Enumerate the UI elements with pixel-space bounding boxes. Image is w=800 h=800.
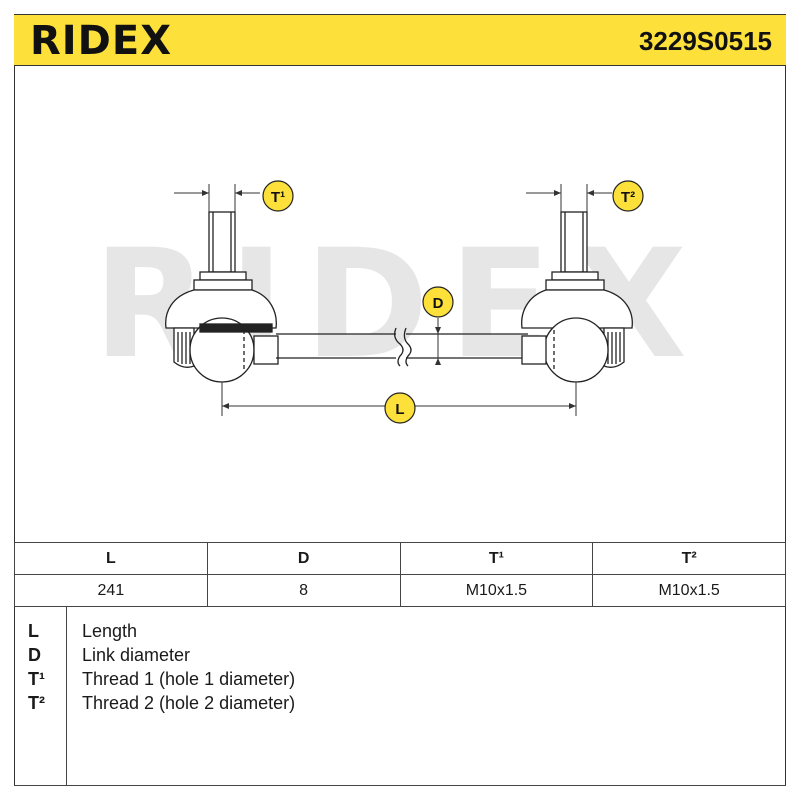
right-thread-stud: [545, 211, 605, 291]
callout-t1: T¹: [262, 180, 294, 212]
spec-header-d: D: [206, 542, 401, 575]
spec-header-t1: T¹: [399, 542, 594, 575]
callout-d: D: [422, 286, 454, 318]
spec-value-d: 8: [206, 574, 401, 607]
legend-text: Thread 1 (hole 1 diameter): [82, 669, 296, 689]
brand-logo: RIDEX: [30, 18, 173, 64]
left-ball-joint: [165, 289, 279, 383]
spec-table: L D T¹ T² 241 8 M10x1.5 M10x1.5: [14, 542, 786, 607]
legend-symbol: L: [28, 621, 39, 641]
legend-text: Length: [82, 621, 138, 641]
spec-value-l: 241: [14, 574, 208, 607]
callout-l: L: [384, 392, 416, 424]
right-ball-joint: [521, 289, 633, 383]
spec-header-l: L: [14, 542, 208, 575]
callout-l-label: L: [395, 401, 404, 418]
legend: L Length D Link diameter T¹ Thread 1 (ho…: [14, 606, 786, 786]
left-thread-stud: [193, 211, 253, 291]
spec-value-t1: M10x1.5: [399, 574, 594, 607]
spec-value-row: 241 8 M10x1.5 M10x1.5: [14, 574, 786, 607]
link-rod: [276, 327, 528, 367]
page-frame: [14, 14, 786, 786]
legend-symbol: D: [28, 645, 41, 665]
callout-d-label: D: [433, 295, 444, 312]
technical-drawing: RIDEX: [93, 180, 687, 424]
legend-text: Thread 2 (hole 2 diameter): [82, 693, 296, 713]
spec-header-t2: T²: [592, 542, 786, 575]
callout-t2: T²: [612, 180, 644, 212]
header-bar: RIDEX 3229S0515: [14, 14, 786, 66]
legend-text: Link diameter: [82, 645, 191, 665]
spec-header-row: L D T¹ T²: [14, 542, 786, 575]
legend-symbol: T²: [28, 693, 45, 713]
part-number: 3229S0515: [638, 26, 772, 56]
spec-value-t2: M10x1.5: [592, 574, 786, 607]
legend-divider: [66, 607, 67, 785]
legend-symbol: T¹: [28, 669, 45, 689]
callout-t1-label: T¹: [271, 189, 285, 206]
callout-t2-label: T²: [621, 189, 635, 206]
